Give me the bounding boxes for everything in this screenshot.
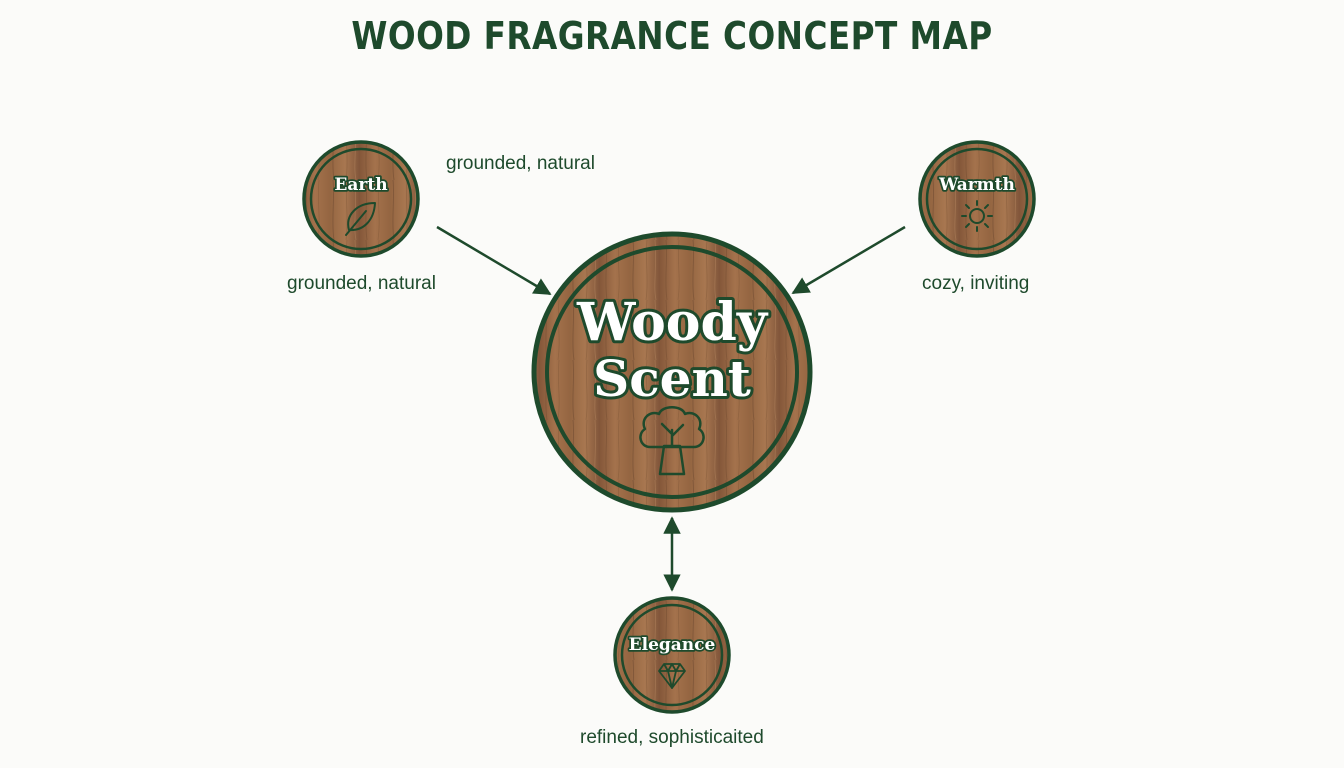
- arrow-earth-to-center: [436, 225, 552, 296]
- warmth-label: Warmth: [938, 175, 1015, 195]
- sun-icon: [961, 200, 993, 232]
- elegance-label: Elegance: [629, 635, 716, 655]
- earth-node: Earth: [302, 140, 420, 258]
- earth-label: Earth: [334, 175, 387, 195]
- center-label-line1: Woody: [576, 292, 769, 353]
- tree-icon: [639, 406, 705, 476]
- center-label-line2: Scent: [593, 349, 751, 408]
- earth-caption-secondary: grounded, natural: [446, 153, 595, 174]
- earth-caption: grounded, natural: [287, 273, 436, 294]
- warmth-node: Warmth: [918, 140, 1036, 258]
- page-title: WOOD FRAGRANCE CONCEPT MAP: [351, 14, 993, 58]
- elegance-caption: refined, sophisticaited: [580, 727, 764, 748]
- center-node-woody-scent: Woody Scent: [531, 231, 813, 513]
- arrow-warmth-to-center: [791, 225, 906, 295]
- diamond-icon: [658, 663, 686, 689]
- leaf-icon: [345, 202, 376, 236]
- elegance-node: Elegance: [613, 596, 731, 714]
- warmth-caption: cozy, inviting: [922, 273, 1030, 294]
